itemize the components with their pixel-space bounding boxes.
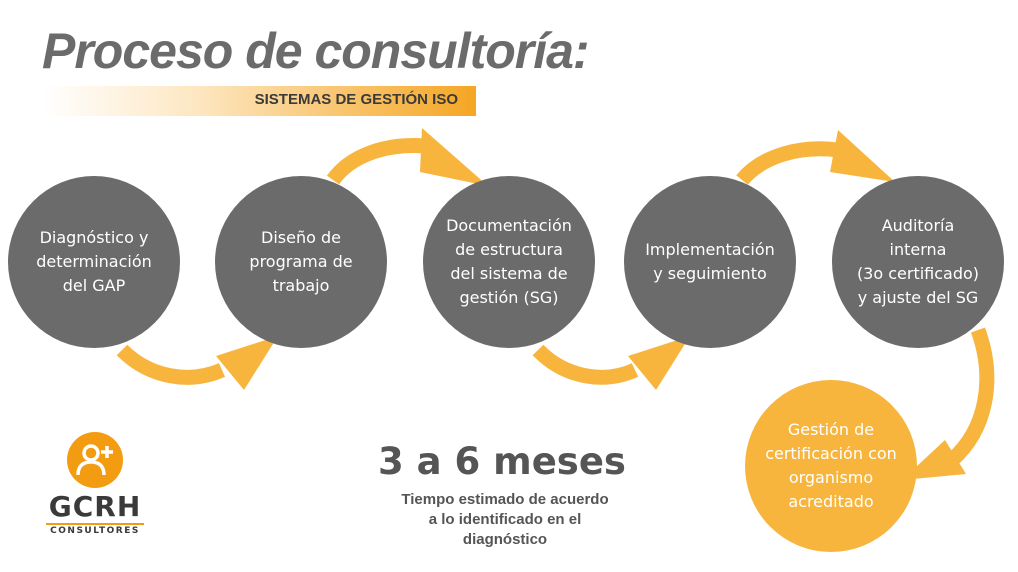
step-auditoria: Auditoría interna (3o certificado) y aju… xyxy=(832,176,1004,348)
duration-note: Tiempo estimado de acuerdo a lo identifi… xyxy=(401,491,609,548)
logo-name: GCRH xyxy=(48,490,142,523)
arrow-step2-to-step3 xyxy=(326,138,426,185)
subtitle-banner: SISTEMAS DE GESTIÓN ISO xyxy=(44,86,476,116)
duration-value: 3 a 6 meses xyxy=(378,440,626,483)
arrow-step3-to-step4 xyxy=(532,344,639,385)
arrowhead-step4 xyxy=(628,336,690,390)
page-subtitle: SISTEMAS DE GESTIÓN ISO xyxy=(254,91,458,108)
step-label: Auditoría interna (3o certificado) y aju… xyxy=(856,216,980,307)
arrow-step4-to-step5 xyxy=(736,141,839,186)
step-documentacion: Documentación de estructura del sistema … xyxy=(423,176,595,348)
step-gestion-certificacion: Gestión de certificación con organismo a… xyxy=(745,380,917,552)
page-title: Proceso de consultoría: xyxy=(42,23,590,79)
arrow-step5-to-step6 xyxy=(946,327,995,466)
step-label: Diseño de programa de trabajo xyxy=(249,228,353,295)
logo-circle xyxy=(67,432,123,488)
step-label: Documentación de estructura del sistema … xyxy=(446,216,572,307)
step-label: Diagnóstico y determinación del GAP xyxy=(36,228,152,295)
logo-subtitle: CONSULTORES xyxy=(50,526,140,536)
arrowhead-step5 xyxy=(830,130,895,182)
arrowhead-step2 xyxy=(216,336,278,390)
step-label: Implementación y seguimiento xyxy=(645,240,775,283)
arrow-step1-to-step2 xyxy=(116,344,226,385)
logo-divider xyxy=(46,523,144,525)
user-plus-icon xyxy=(76,444,113,476)
arrowhead-step3 xyxy=(420,128,488,186)
step-diagnostico: Diagnóstico y determinación del GAP xyxy=(8,176,180,348)
step-label: Gestión de certificación con organismo a… xyxy=(765,420,897,511)
step-diseno: Diseño de programa de trabajo xyxy=(215,176,387,348)
arrowhead-step6 xyxy=(902,440,966,480)
company-logo: GCRH CONSULTORES xyxy=(40,428,150,538)
step-implementacion: Implementación y seguimiento xyxy=(624,176,796,348)
